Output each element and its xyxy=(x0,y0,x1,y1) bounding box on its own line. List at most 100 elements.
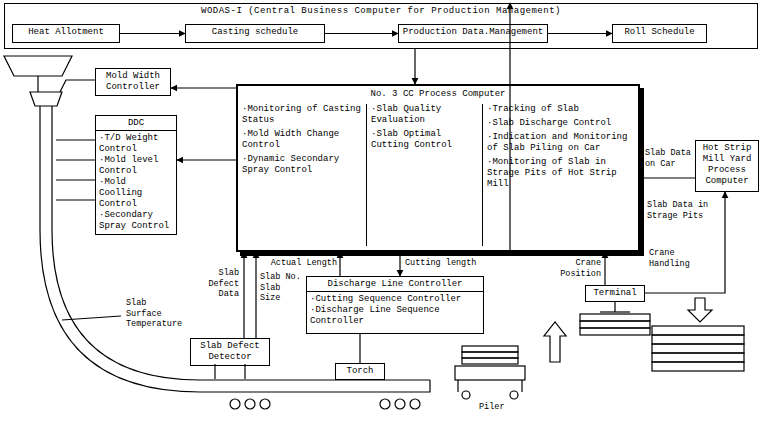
sensor-wire xyxy=(214,364,215,379)
connector-label: Actual Length xyxy=(266,258,338,269)
piler-slab xyxy=(462,358,518,364)
connector-label: Slab Data in Strage Pits xyxy=(646,200,722,221)
sensor-wire xyxy=(244,364,245,379)
pit-slab xyxy=(652,362,744,371)
node-text: Heat Allotment xyxy=(16,27,116,38)
node-text: Roll Schedule xyxy=(616,27,703,38)
node-text: Slab Defect Detector xyxy=(194,341,266,363)
control-wire xyxy=(56,139,95,140)
annotation-label: Slab Surface Temperature xyxy=(125,298,187,330)
leader-line xyxy=(62,316,121,320)
hollow-arrow xyxy=(688,298,712,322)
ddc-box: DDC·T/D Weight Control·Mold level Contro… xyxy=(95,115,177,235)
node-text: ·Mold Coolling Control xyxy=(99,177,173,210)
mold xyxy=(30,92,62,106)
connector xyxy=(399,252,400,276)
crane-slab xyxy=(580,321,650,328)
function-box: Roll Schedule xyxy=(612,24,707,43)
pit-slab xyxy=(652,344,744,353)
node-text: Casting schedule xyxy=(189,27,321,38)
roller xyxy=(260,399,270,409)
connector xyxy=(120,33,185,34)
control-wire xyxy=(56,159,95,160)
node-text: ·Slab Quality Evaluation xyxy=(371,104,480,126)
annotation-label: Crane Handling xyxy=(648,248,718,269)
nozzle xyxy=(37,76,38,92)
function-box: Casting schedule xyxy=(185,24,325,43)
connector-label: Crane Position xyxy=(556,258,602,279)
connector xyxy=(171,87,236,88)
function-column: ·Monitoring of Casting Status ·Mold Width… xyxy=(242,104,362,246)
node-text: Hot Strip Mill Yard Process Computer xyxy=(699,143,755,187)
function-column: ·Slab Quality Evaluation·Slab Optimal Cu… xyxy=(366,104,480,246)
controller-box: Mold Width Controller xyxy=(95,68,171,96)
control-wire xyxy=(60,80,95,92)
node-text: ·Mold Width Change Control xyxy=(242,129,362,151)
roller xyxy=(395,399,405,409)
connector xyxy=(325,33,398,34)
piler-frame xyxy=(457,380,458,392)
connector xyxy=(255,252,256,338)
annotation-label: Piler xyxy=(478,402,518,413)
node-text: Torch xyxy=(339,366,381,377)
connector xyxy=(645,192,725,293)
connector xyxy=(640,177,695,178)
node-text: No. 3 CC Process Computer xyxy=(238,89,638,100)
crane-slab xyxy=(580,328,650,335)
connector-label: Slab Defect Data xyxy=(196,268,240,300)
connector xyxy=(604,252,605,285)
connector-label: Slab Data on Car xyxy=(644,148,694,169)
roller xyxy=(410,399,420,409)
control-wire xyxy=(56,179,95,180)
connector xyxy=(177,159,236,160)
node-text: Discharge Line Controller xyxy=(307,279,483,292)
piler-car xyxy=(455,366,525,380)
controller-box: Discharge Line Controller ·Cutting Sequen… xyxy=(306,276,484,334)
node-text: ·Cutting Sequence Controller xyxy=(310,294,480,305)
detector-box: Slab Defect Detector xyxy=(190,338,270,366)
node-text: ·Tracking of Slab xyxy=(487,104,636,115)
node-text: ·Monitoring of Slab in Strage Pits of Ho… xyxy=(487,157,636,190)
connector xyxy=(243,252,244,338)
connector-label: Cutting length xyxy=(404,258,480,269)
system-band: WODAS-I (Central Business Computer for P… xyxy=(4,3,758,49)
node-text: Production Data.Management xyxy=(402,27,544,38)
node-text: Mold Width Controller xyxy=(99,71,167,93)
pit-slab xyxy=(652,326,744,335)
control-wire xyxy=(56,199,95,200)
crane-hook xyxy=(600,311,630,312)
piler-frame xyxy=(521,380,522,392)
function-column: ·Tracking of Slab ·Slab Discharge Control… xyxy=(482,104,636,246)
node-text: ·Indication and Monitoring of Slab Pilin… xyxy=(487,132,636,154)
computer-box: Hot Strip Mill Yard Process Computer xyxy=(695,140,759,192)
roller xyxy=(380,399,390,409)
function-box: Production Data.Management xyxy=(398,24,548,43)
node-text: Terminal xyxy=(589,288,641,299)
hollow-arrow xyxy=(544,322,566,362)
function-box: Heat Allotment xyxy=(12,24,120,43)
crane-hook xyxy=(614,301,615,312)
node-text: ·Secondary Spray Control xyxy=(99,210,173,232)
piler-wheel xyxy=(462,391,470,399)
connector xyxy=(359,334,360,363)
process-computer: No. 3 CC Process Computer ·Monitoring of … xyxy=(236,84,640,252)
node-text: DDC xyxy=(96,118,176,131)
tundish xyxy=(4,56,72,76)
node-text: ·Slab Discharge Control xyxy=(487,118,636,129)
connector xyxy=(548,33,612,34)
torch-box: Torch xyxy=(335,363,385,380)
pit-slab xyxy=(652,353,744,362)
roller xyxy=(245,399,255,409)
piler-slab xyxy=(462,352,518,358)
node-text: WODAS-I (Central Business Computer for P… xyxy=(8,6,754,17)
node-text: ·Dynamic Secondary Spray Control xyxy=(242,154,362,176)
node-text: ·Discharge Line Sequence Controller xyxy=(310,305,480,327)
connector xyxy=(414,49,415,84)
connector xyxy=(339,252,340,276)
piler-wheel xyxy=(510,391,518,399)
pit-slab xyxy=(652,335,744,344)
crane-slab xyxy=(580,314,650,321)
node-text: ·Monitoring of Casting Status xyxy=(242,104,362,126)
node-text: ·T/D Weight Control xyxy=(99,133,173,155)
